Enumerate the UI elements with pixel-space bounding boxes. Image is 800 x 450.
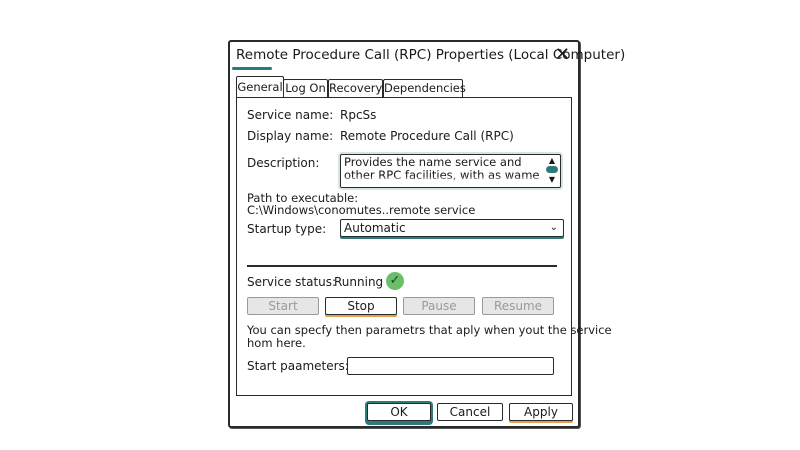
- tab-log-on[interactable]: Log On: [283, 79, 328, 97]
- description-scrollbar[interactable]: ▲ ▼: [546, 156, 558, 184]
- display-name-value: Remote Procedure Call (RPC): [340, 129, 514, 143]
- resume-button[interactable]: Resume: [482, 297, 554, 315]
- scroll-up-icon[interactable]: ▲: [548, 156, 556, 165]
- startup-type-value: Automatic: [344, 221, 406, 235]
- description-textbox[interactable]: Provides the name service and other RPC …: [340, 154, 561, 188]
- tab-general[interactable]: General: [236, 76, 284, 97]
- chevron-down-icon: ⌄: [549, 222, 558, 233]
- description-fade: [341, 177, 546, 187]
- start-params-input[interactable]: [347, 357, 554, 375]
- general-panel: Service name: RpcSs Display name: Remote…: [236, 97, 612, 396]
- properties-dialog: Remote Procedure Call (RPC) Properties (…: [228, 40, 625, 428]
- description-label: Description:: [247, 156, 320, 170]
- pause-button[interactable]: Pause: [403, 297, 475, 315]
- startup-type-label: Startup type:: [247, 222, 327, 236]
- dialog-title: Remote Procedure Call (RPC) Properties (…: [236, 47, 626, 63]
- apply-button[interactable]: Apply: [509, 403, 573, 421]
- help-text-line1: You can specfy then parametrs that aply …: [247, 323, 612, 337]
- service-name-value: RpcSs: [340, 108, 377, 122]
- start-params-label: Start paameters:: [247, 359, 349, 373]
- startup-type-select[interactable]: Automatic ⌄: [340, 219, 564, 237]
- tab-recovery[interactable]: Recovery: [328, 79, 383, 97]
- tab-dependencies[interactable]: Dependencies: [383, 79, 466, 97]
- help-text-line2: hom here.: [247, 336, 306, 350]
- scroll-down-icon[interactable]: ▼: [548, 175, 556, 184]
- stop-button[interactable]: Stop: [325, 297, 397, 315]
- start-button[interactable]: Start: [247, 297, 319, 315]
- close-icon[interactable]: ✕: [554, 44, 570, 65]
- ok-button[interactable]: OK: [367, 403, 431, 421]
- path-value: C:\Windows\conomutes..remote service: [247, 203, 476, 217]
- scroll-thumb[interactable]: [546, 166, 558, 173]
- display-name-label: Display name:: [247, 129, 334, 143]
- cancel-button[interactable]: Cancel: [437, 403, 503, 421]
- section-divider: [247, 265, 557, 267]
- service-status-value: Running: [334, 275, 384, 289]
- path-label: Path to executable:: [247, 191, 359, 205]
- title-accent-underline: [232, 67, 272, 70]
- check-circle-icon: ✓: [386, 272, 404, 290]
- service-status-label: Service status:: [247, 275, 337, 289]
- service-name-label: Service name:: [247, 108, 334, 122]
